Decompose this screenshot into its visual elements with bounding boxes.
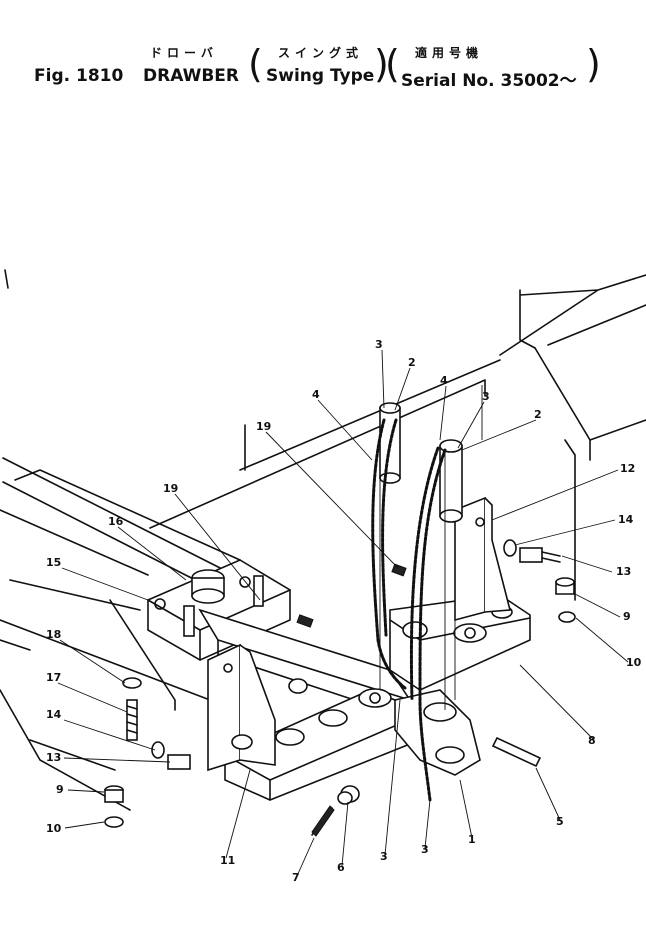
callout-2: 2 xyxy=(534,408,542,421)
frame-outline xyxy=(0,269,646,811)
title-type-jp: スイング式 xyxy=(278,46,364,60)
callout-12: 12 xyxy=(620,462,635,475)
small-parts xyxy=(104,539,576,837)
callout-16: 16 xyxy=(108,515,124,528)
paren-open-1: ( xyxy=(248,42,263,86)
callout-1: 1 xyxy=(468,833,476,846)
gusset-bracket-left xyxy=(207,643,308,772)
paren-close-1: ) xyxy=(374,42,389,86)
figure-serial: Serial No. 35002～ xyxy=(401,71,577,91)
callout-labels: 3 2 4 19 19 16 15 18 17 14 13 9 10 4 3 2… xyxy=(46,338,642,884)
figure-type: Swing Type xyxy=(266,66,375,86)
callout-11: 11 xyxy=(220,854,235,867)
callout-5: 5 xyxy=(556,815,564,828)
figure-number: Fig. 1810 xyxy=(34,66,124,86)
callout-3: 3 xyxy=(375,338,383,351)
callout-6: 6 xyxy=(337,861,345,874)
callout-9: 9 xyxy=(623,610,631,623)
callout-13: 13 xyxy=(616,565,631,578)
callout-2: 2 xyxy=(408,356,416,369)
paren-open-2: ( xyxy=(385,42,400,86)
callout-10: 10 xyxy=(46,822,62,835)
callout-18: 18 xyxy=(46,628,61,641)
callout-4: 4 xyxy=(440,374,448,387)
callout-9: 9 xyxy=(56,783,64,796)
figure-header: ドローバ スイング式 適用号機 Fig. 1810 DRAWBER ( Swin… xyxy=(0,0,646,120)
callout-3: 3 xyxy=(421,843,429,856)
callout-10: 10 xyxy=(626,656,642,669)
chain-right xyxy=(409,446,447,802)
assembly-center-lines xyxy=(379,385,483,710)
callout-8: 8 xyxy=(588,734,596,747)
chain-left xyxy=(371,418,407,690)
callout-3: 3 xyxy=(380,850,388,863)
callout-17: 17 xyxy=(46,671,61,684)
callout-19: 19 xyxy=(163,482,178,495)
callout-3: 3 xyxy=(482,390,490,403)
figure-title: DRAWBER xyxy=(143,66,240,86)
title-name-jp: ドローバ xyxy=(150,46,218,60)
leader-lines xyxy=(57,349,629,877)
callout-15: 15 xyxy=(46,556,61,569)
base-plate-left xyxy=(224,688,421,801)
title-serial-jp: 適用号機 xyxy=(415,46,484,60)
swing-link xyxy=(394,689,481,776)
callout-7: 7 xyxy=(292,871,300,884)
callout-13: 13 xyxy=(46,751,61,764)
callout-4: 4 xyxy=(312,388,320,401)
callout-14: 14 xyxy=(618,513,634,526)
callout-19: 19 xyxy=(256,420,271,433)
callout-14: 14 xyxy=(46,708,62,721)
paren-close-2: ) xyxy=(586,42,601,86)
